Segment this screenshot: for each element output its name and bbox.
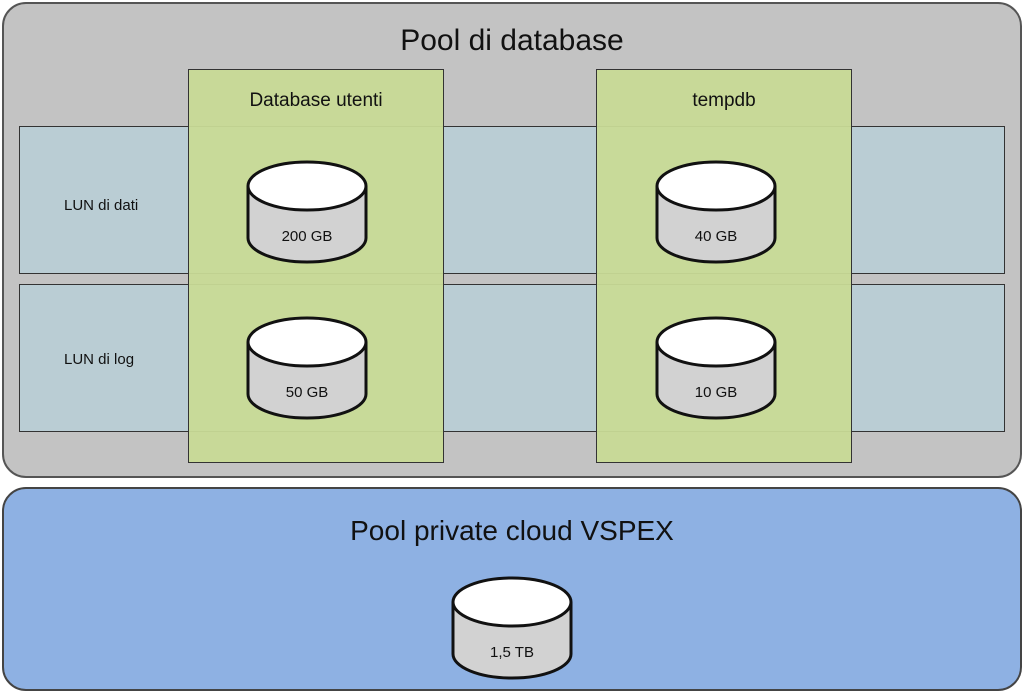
column-label-database-utenti: Database utenti bbox=[249, 90, 383, 111]
disk-50gb: 50 GB bbox=[245, 302, 369, 424]
disk-label: 1,5 TB bbox=[490, 644, 534, 661]
disk-icon bbox=[655, 316, 777, 420]
database-pool-title: Pool di database bbox=[400, 24, 624, 57]
row-lun-dati: LUN di dati bbox=[19, 126, 1005, 274]
disk-label: 50 GB bbox=[285, 384, 329, 401]
disk-200gb: 200 GB bbox=[245, 146, 369, 268]
column-label-tempdb: tempdb bbox=[692, 90, 756, 111]
vspex-pool-title: Pool private cloud VSPEX bbox=[350, 515, 674, 546]
disk-icon bbox=[451, 576, 573, 680]
row-label-lun-dati: LUN di dati bbox=[64, 197, 139, 214]
disk-label: 200 GB bbox=[281, 228, 333, 245]
disk-40gb: 40 GB bbox=[654, 146, 778, 268]
disk-label: 40 GB bbox=[694, 228, 738, 245]
disk-1-5tb: 1,5 TB bbox=[450, 562, 574, 684]
disk-icon bbox=[655, 160, 777, 264]
row-label-lun-log: LUN di log bbox=[64, 351, 135, 368]
disk-icon bbox=[246, 160, 368, 264]
disk-label: 10 GB bbox=[694, 384, 738, 401]
disk-icon bbox=[246, 316, 368, 420]
row-lun-log: LUN di log bbox=[19, 284, 1005, 432]
disk-10gb: 10 GB bbox=[654, 302, 778, 424]
